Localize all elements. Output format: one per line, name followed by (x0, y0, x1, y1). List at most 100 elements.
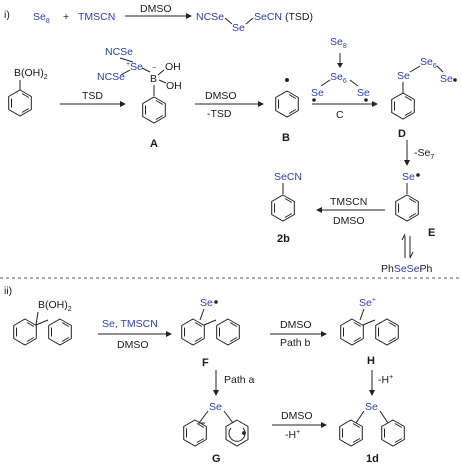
2b-ring (271, 194, 295, 222)
G-se-left-bond (198, 410, 209, 424)
A-oh2: OH (166, 80, 182, 92)
section-label-i: i) (4, 9, 10, 21)
arrow-dmso-bottom: -TSD (207, 108, 232, 120)
H-ring1 (340, 318, 364, 346)
arrow-ii-1-top: Se, TMSCN (102, 318, 158, 330)
arrow-tsd-head (120, 101, 126, 107)
1d-ring-right (381, 419, 405, 447)
C-se-right: Se (357, 87, 370, 99)
A-b-oh1-bond (157, 69, 165, 76)
D-se: Se (397, 70, 410, 82)
F-se-bond (199, 308, 205, 321)
arrow-left-head (316, 207, 322, 213)
arrow-ii-2-top: DMSO (280, 319, 312, 331)
G-se: Se (209, 401, 222, 413)
1d-label: 1d (366, 453, 379, 465)
D-se-end: Se (440, 73, 453, 85)
F-ring1 (181, 318, 205, 346)
A-ncse-top: NCSe (105, 46, 133, 58)
E-ring (395, 194, 419, 222)
arrow-left-bottom: DMSO (333, 215, 365, 227)
G-radical-dot (242, 431, 246, 435)
A-boron-charge: − (152, 65, 156, 72)
C-bond-right (349, 79, 359, 87)
A-se-b-bond (141, 67, 151, 73)
C-label: C (336, 109, 344, 121)
eq-arrow-up-head (401, 233, 406, 241)
C-dot-left (312, 98, 316, 102)
arrow-path-a-label: Path a (224, 374, 255, 386)
arrow-minus-h-label: -H+ (378, 374, 393, 386)
1d-ring-left (339, 419, 363, 447)
G-ring-left (183, 419, 207, 447)
arrow-ii-3-head (321, 422, 327, 428)
tsd-abbr: (TSD) (285, 11, 313, 23)
se8-reagent: Se8 (33, 11, 50, 25)
tsd-secn: SeCN (254, 11, 282, 23)
2b-label: 2b (277, 233, 290, 245)
arrow-down-head (404, 160, 410, 166)
D-label: D (398, 128, 406, 140)
D-ring (391, 92, 415, 120)
E-label: E (428, 227, 435, 239)
F-bridge (203, 319, 217, 326)
G-ring-right (225, 419, 249, 447)
C-se6: Se6 (330, 71, 347, 85)
biphenylboronic-ring1 (13, 318, 37, 346)
H-ring2 (375, 318, 399, 346)
A-b-oh2-bond (158, 79, 167, 84)
F-ring2 (216, 318, 240, 346)
biphenylboronic-ring2 (48, 318, 72, 346)
B-ring (275, 90, 299, 118)
tmscn-reagent: TMSCN (78, 11, 115, 23)
C-dot-right (364, 98, 368, 102)
arrow-down-label: -Se7 (414, 147, 434, 161)
A-ring (142, 96, 166, 124)
biphenylboronic-bridge (35, 319, 49, 326)
H-se-bond (359, 308, 365, 321)
A-se-plus: +Se (126, 61, 143, 73)
D-radical-dot (453, 78, 457, 82)
E-radical-dot (416, 173, 420, 177)
biphenylboronic-label: B(OH)2 (38, 299, 72, 313)
phenylboronic-ring (8, 89, 32, 117)
top-arrow-label: DMSO (140, 3, 172, 15)
arrow-ii-1-head (166, 331, 172, 337)
tsd-bond-1 (224, 17, 233, 25)
C-se8: Se8 (330, 36, 347, 50)
arrow-ii-3-bottom: -H+ (285, 429, 300, 441)
phenylboronic-label: B(OH)2 (14, 67, 48, 81)
F-radical-dot (214, 300, 218, 304)
F-se: Se (200, 297, 213, 309)
A-oh1: OH (165, 61, 181, 73)
top-arrow-head (186, 13, 192, 19)
arrow-minus-h-head (369, 390, 375, 396)
arrow-path-a-head (213, 390, 219, 396)
arrow-ii-2-head (321, 331, 327, 337)
1d-se-left-bond (355, 410, 365, 424)
H-se: Se+ (359, 297, 376, 309)
arrow-ii-1-bottom: DMSO (117, 339, 149, 351)
C-arrow-head (337, 63, 343, 68)
arrow-ii-3-top: DMSO (281, 410, 313, 422)
tsd-se: Se (232, 22, 245, 34)
arrow-ii-2-bottom: Path b (280, 337, 311, 349)
arrow-tsd-label: TSD (82, 90, 103, 102)
C-bond-left (320, 79, 331, 87)
E-se: Se (402, 171, 415, 183)
A-ncse-left: NCSe (97, 71, 125, 83)
A-bond-left (120, 69, 131, 76)
A-boron: B (150, 73, 157, 85)
1d-se-right-bond (379, 410, 389, 424)
phseseph: PhSeSePh (381, 263, 433, 275)
1d-se: Se (365, 401, 378, 413)
tsd-ncse: NCSe (196, 11, 224, 23)
A-label: A (150, 138, 158, 150)
G-se-right-bond (223, 410, 234, 424)
arrow-left-top: TMSCN (330, 196, 367, 208)
C-se-left: Se (311, 87, 324, 99)
H-label: H (367, 355, 375, 367)
B-radical-dot (285, 78, 289, 82)
